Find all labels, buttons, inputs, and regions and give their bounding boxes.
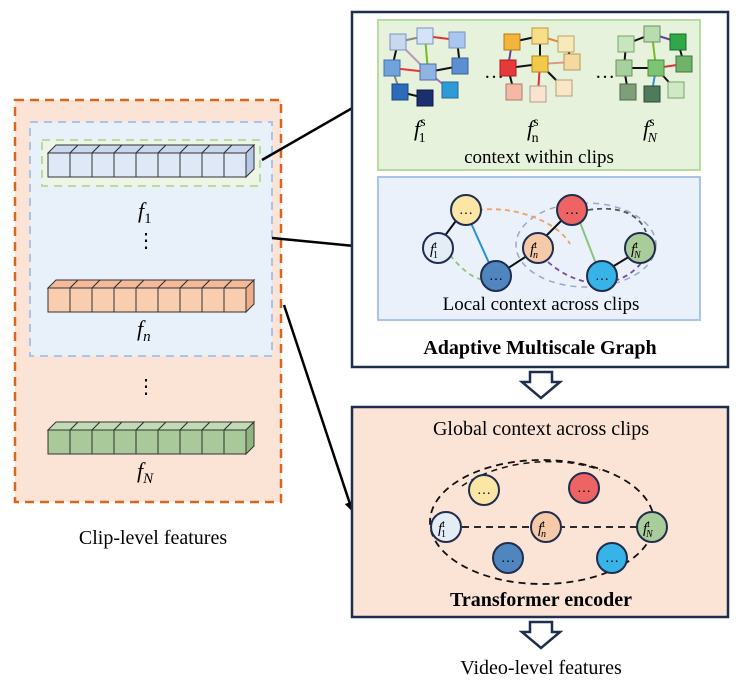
global-node-ellipsis-1: …	[477, 483, 491, 498]
spatial-graph-3	[615, 25, 693, 103]
global-node-ellipsis-3: …	[501, 551, 515, 566]
global-node-ellipsis-2: …	[577, 481, 591, 496]
spatial-dots-1: …	[484, 61, 504, 83]
video-level-features-label: Video-level features	[460, 657, 622, 679]
adaptive-multiscale-graph-title: Adaptive Multiscale Graph	[423, 337, 656, 359]
label-fN: fN	[137, 458, 154, 487]
adaptive-multiscale-graph-box: … …	[350, 10, 730, 369]
down-arrow-1	[518, 370, 564, 400]
transformer-encoder-title: Transformer encoder	[450, 589, 632, 611]
local-node-ellipsis-4: …	[595, 269, 609, 284]
down-arrow-2	[518, 620, 564, 650]
global-node-ellipsis-4: …	[605, 551, 619, 566]
spatial-dots-2: …	[595, 61, 615, 83]
local-node-ellipsis-3: …	[489, 269, 503, 284]
clip-features-panel: f1 ⋮ fn ⋮ fN Clip-level features	[13, 98, 283, 549]
label-fn: fn	[137, 316, 151, 345]
label-f1: f1	[138, 198, 152, 227]
context-within-clips-label: context within clips	[464, 147, 614, 168]
feature-bar-f1	[46, 143, 256, 179]
arrow-to-transformer	[282, 304, 355, 512]
ellipsis-2: ⋮	[136, 376, 156, 398]
feature-bar-fn	[46, 278, 256, 314]
spatial-graph-1	[383, 27, 469, 107]
ellipsis-1: ⋮	[136, 230, 156, 252]
feature-bar-fN	[46, 420, 256, 456]
transformer-box-frame	[350, 405, 730, 619]
global-context-label: Global context across clips	[433, 418, 649, 440]
local-node-ellipsis-1: …	[459, 203, 473, 218]
clip-level-features-caption: Clip-level features	[79, 527, 227, 549]
spatial-graph-2	[499, 27, 581, 103]
local-context-label: Local context across clips	[443, 294, 640, 315]
local-node-ellipsis-2: …	[565, 203, 579, 218]
